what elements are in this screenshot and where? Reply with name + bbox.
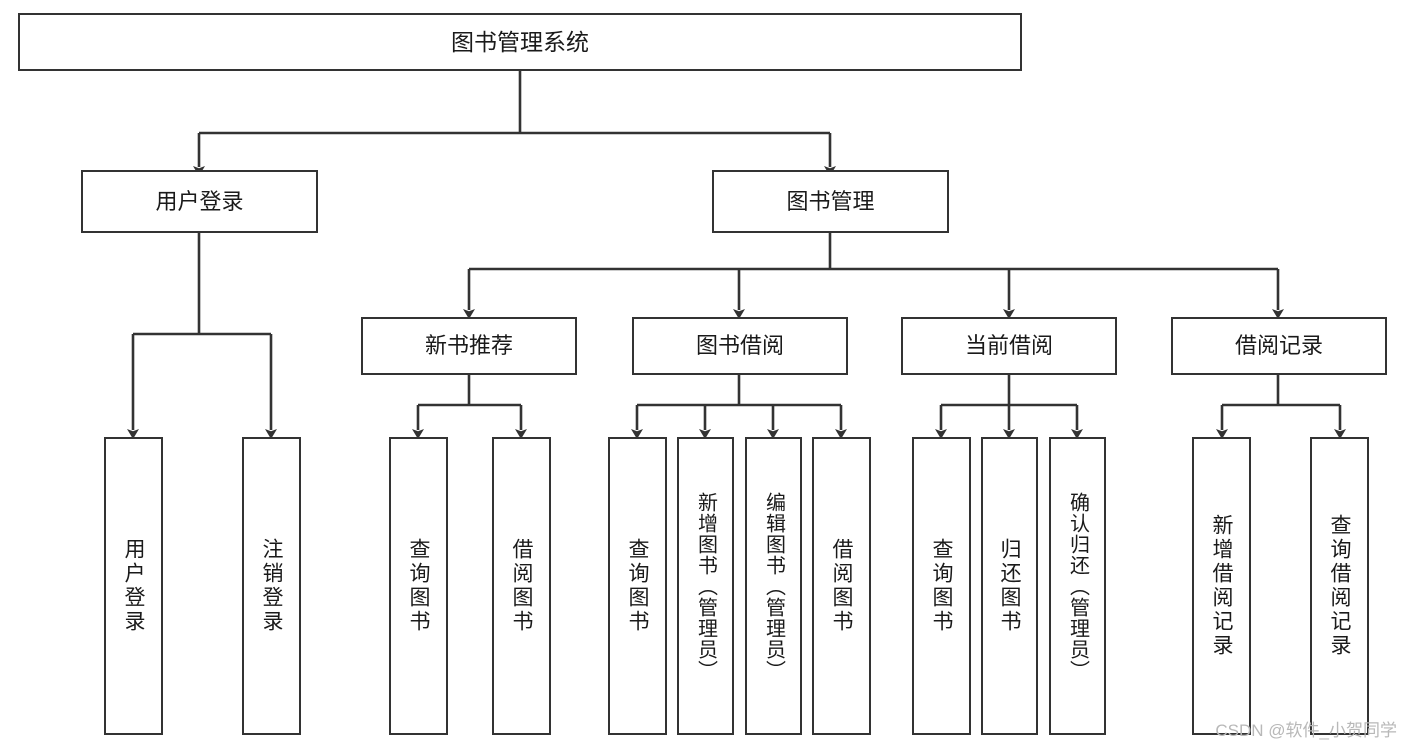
node-label: 新书推荐 <box>424 333 513 359</box>
node-user-login[interactable]: 用户登录 <box>81 170 318 233</box>
node-label: 查询图书 <box>407 538 430 634</box>
node-label: 用户登录 <box>155 188 244 214</box>
watermark-text: CSDN @软件_小贺同学 <box>1215 721 1397 740</box>
node-new-book-recommend[interactable]: 新书推荐 <box>361 317 577 375</box>
node-label: 查询图书 <box>626 538 649 634</box>
node-label: 查询借阅记录 <box>1328 514 1351 658</box>
node-label: 注销登录 <box>260 538 283 634</box>
node-leaf-query-borrow-record[interactable]: 查询借阅记录 <box>1310 437 1369 735</box>
node-leaf-add-book-admin[interactable]: 新增图书（管理员） <box>677 437 734 735</box>
node-leaf-user-login[interactable]: 用户登录 <box>104 437 163 735</box>
node-leaf-confirm-return-admin[interactable]: 确认归还（管理员） <box>1049 437 1106 735</box>
node-book-borrow[interactable]: 图书借阅 <box>632 317 848 375</box>
node-label: 借阅记录 <box>1234 333 1323 359</box>
node-label: 图书借阅 <box>695 333 784 359</box>
node-leaf-logout-login[interactable]: 注销登录 <box>242 437 301 735</box>
node-root-system[interactable]: 图书管理系统 <box>18 13 1022 71</box>
node-label: 图书管理系统 <box>451 28 589 55</box>
node-book-manage[interactable]: 图书管理 <box>712 170 949 233</box>
node-label: 用户登录 <box>122 538 145 634</box>
node-label: 归还图书 <box>998 538 1021 634</box>
node-current-borrow[interactable]: 当前借阅 <box>901 317 1117 375</box>
node-label: 图书管理 <box>786 188 875 214</box>
node-label: 查询图书 <box>930 538 953 634</box>
node-label: 借阅图书 <box>830 538 853 634</box>
node-leaf-query-book-3[interactable]: 查询图书 <box>912 437 971 735</box>
node-leaf-edit-book-admin[interactable]: 编辑图书（管理员） <box>745 437 802 735</box>
node-leaf-add-borrow-record[interactable]: 新增借阅记录 <box>1192 437 1251 735</box>
node-label: 编辑图书（管理员） <box>762 491 785 681</box>
node-label: 当前借阅 <box>964 333 1053 359</box>
node-leaf-query-book-2[interactable]: 查询图书 <box>608 437 667 735</box>
node-label: 借阅图书 <box>510 538 533 634</box>
node-leaf-borrow-book-1[interactable]: 借阅图书 <box>492 437 551 735</box>
node-leaf-return-book[interactable]: 归还图书 <box>981 437 1038 735</box>
node-label: 确认归还（管理员） <box>1066 491 1089 681</box>
node-borrow-record[interactable]: 借阅记录 <box>1171 317 1387 375</box>
node-leaf-borrow-book-2[interactable]: 借阅图书 <box>812 437 871 735</box>
node-label: 新增图书（管理员） <box>694 491 717 681</box>
node-leaf-query-book-1[interactable]: 查询图书 <box>389 437 448 735</box>
node-label: 新增借阅记录 <box>1210 514 1233 658</box>
